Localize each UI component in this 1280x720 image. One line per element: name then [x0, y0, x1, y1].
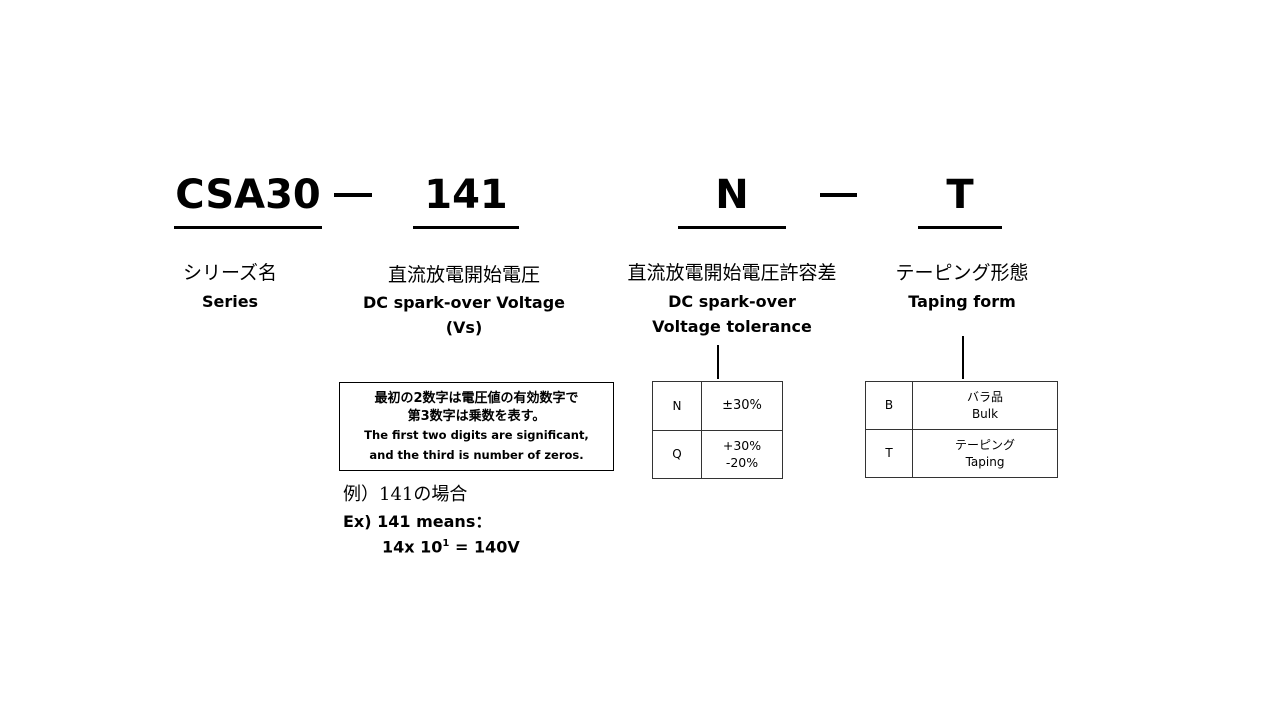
- voltage-underline: [413, 226, 519, 229]
- voltage-label-jp: 直流放電開始電圧: [387, 264, 540, 286]
- tolerance-table: N ±30% Q +30% -20%: [652, 381, 783, 479]
- taping-desc-cell: バラ品 Bulk: [912, 381, 1058, 430]
- taping-desc-en: Bulk: [971, 406, 999, 421]
- series-label-en: Series: [201, 292, 259, 311]
- table-row: Q +30% -20%: [652, 430, 783, 479]
- voltage-code: 141: [424, 172, 508, 218]
- example-calc-suffix: = 140V: [449, 537, 520, 557]
- voltage-note-jp-1: 最初の2数字は電圧値の有効数字で: [374, 391, 579, 406]
- tolerance-connector-line: [717, 345, 719, 379]
- tolerance-value-cell: +30% -20%: [701, 430, 783, 479]
- tolerance-value-cell: ±30%: [701, 381, 783, 431]
- table-row: T テーピング Taping: [865, 429, 1058, 478]
- voltage-note-en-2: and the third is number of zeros.: [369, 448, 584, 462]
- tolerance-label-en-2: Voltage tolerance: [652, 317, 812, 336]
- taping-underline: [918, 226, 1002, 229]
- example-calculation: 14x 101 = 140V: [382, 539, 520, 555]
- voltage-label-en-2: (Vs): [445, 318, 483, 337]
- table-row: B バラ品 Bulk: [865, 381, 1058, 430]
- taping-code: T: [946, 172, 974, 218]
- tolerance-value-line-1: ±30%: [722, 398, 762, 414]
- voltage-note-jp-2: 第3数字は乗数を表す。: [407, 409, 546, 424]
- example-calc-prefix: 14x 10: [382, 537, 443, 557]
- tolerance-code-cell: Q: [652, 430, 702, 479]
- table-row: N ±30%: [652, 381, 783, 431]
- voltage-note-box: 最初の2数字は電圧値の有効数字で 第3数字は乗数を表す。 The first t…: [339, 382, 614, 471]
- separator-dash-2: [820, 193, 857, 197]
- tolerance-code: N: [715, 172, 749, 218]
- taping-table: B バラ品 Bulk T テーピング Taping: [865, 381, 1058, 478]
- example-en: Ex) 141 means：: [343, 512, 492, 531]
- voltage-note-en-1: The first two digits are significant,: [364, 428, 589, 442]
- example-calc-exponent: 1: [442, 538, 450, 549]
- series-code: CSA30: [175, 172, 321, 218]
- series-underline: [174, 226, 322, 229]
- taping-label-en: Taping form: [908, 292, 1016, 311]
- taping-code-cell: T: [865, 429, 913, 478]
- tolerance-label-jp: 直流放電開始電圧許容差: [627, 262, 837, 284]
- taping-desc-en: Taping: [965, 454, 1005, 469]
- taping-desc-cell: テーピング Taping: [912, 429, 1058, 478]
- tolerance-underline: [678, 226, 786, 229]
- taping-desc-jp: バラ品: [966, 390, 1003, 405]
- tolerance-value-line-2: -20%: [725, 454, 759, 470]
- voltage-label-en-1: DC spark-over Voltage: [362, 293, 565, 312]
- tolerance-value-line-1: +30%: [722, 437, 762, 453]
- example-jp: 例）141の場合: [343, 484, 468, 505]
- separator-dash-1: [334, 193, 372, 197]
- tolerance-code-cell: N: [652, 381, 702, 431]
- taping-desc-jp: テーピング: [954, 438, 1015, 453]
- taping-connector-line: [962, 336, 964, 379]
- tolerance-label-en-1: DC spark-over: [668, 292, 796, 311]
- taping-label-jp: テーピング形態: [895, 262, 1029, 284]
- taping-code-cell: B: [865, 381, 913, 430]
- series-label-jp: シリーズ名: [182, 262, 278, 284]
